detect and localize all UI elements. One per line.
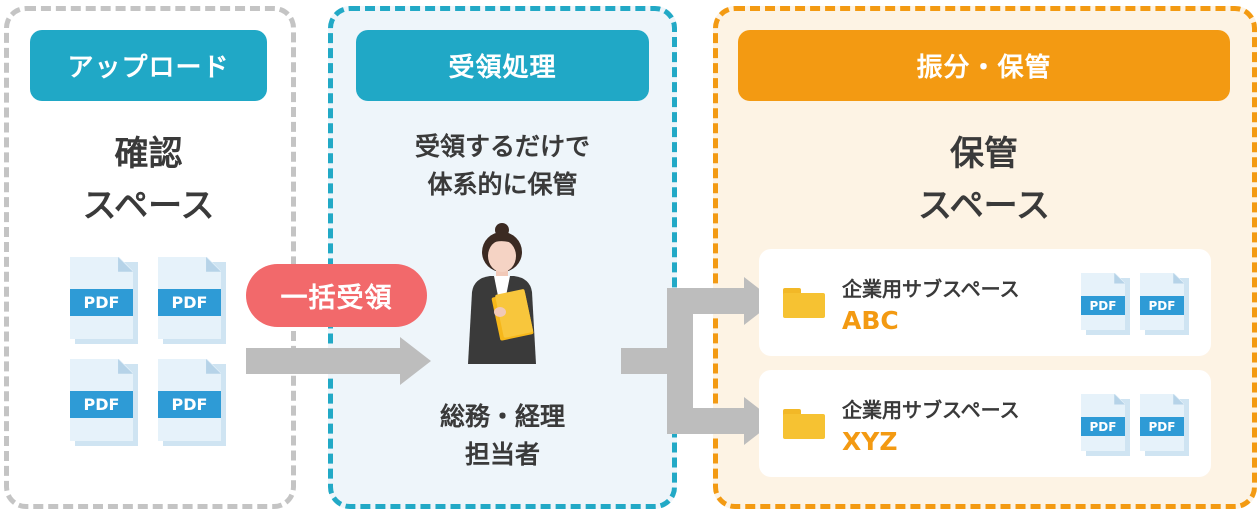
storage-space-title: 保管 スペース <box>738 128 1230 232</box>
document-pdf-icon: PDF <box>70 257 138 344</box>
receive-description: 受領するだけで 体系的に保管 <box>356 128 649 204</box>
confirm-space-title: 確認 スペース <box>30 128 267 232</box>
document-pdf-icon: PDF <box>1081 273 1130 335</box>
document-pdf-icon: PDF <box>158 257 226 344</box>
folder-icon <box>783 288 825 318</box>
subspace-code: XYZ <box>842 427 898 456</box>
title-line: スペース <box>918 186 1050 226</box>
subspace-card: 企業用サブスペース ABC PDF PDF <box>759 249 1211 356</box>
subspace-label: 企業用サブスペース <box>842 398 1020 422</box>
title-line: スペース <box>82 186 215 226</box>
role-label: 総務・経理 担当者 <box>356 398 649 474</box>
storage-header: 振分・保管 <box>738 30 1230 101</box>
subspace-code: ABC <box>842 306 899 335</box>
title-line: 保管 <box>950 134 1018 174</box>
document-pdf-icon: PDF <box>70 359 138 446</box>
desc-line: 受領するだけで <box>414 132 590 161</box>
upload-header: アップロード <box>30 30 267 101</box>
folder-icon <box>783 409 825 439</box>
document-pdf-icon: PDF <box>1140 273 1189 335</box>
bulk-receive-badge: 一括受領 <box>246 264 427 327</box>
role-line: 総務・経理 <box>439 402 565 431</box>
document-pdf-icon: PDF <box>1140 394 1189 456</box>
title-line: 確認 <box>114 134 183 174</box>
role-line: 担当者 <box>464 440 540 469</box>
office-worker-icon <box>468 223 536 364</box>
receive-header: 受領処理 <box>356 30 649 101</box>
desc-line: 体系的に保管 <box>427 170 578 199</box>
document-pdf-icon: PDF <box>1081 394 1130 456</box>
subspace-card: 企業用サブスペース XYZ PDF PDF <box>759 370 1211 477</box>
document-pdf-icon: PDF <box>158 359 226 446</box>
subspace-label: 企業用サブスペース <box>842 277 1020 301</box>
